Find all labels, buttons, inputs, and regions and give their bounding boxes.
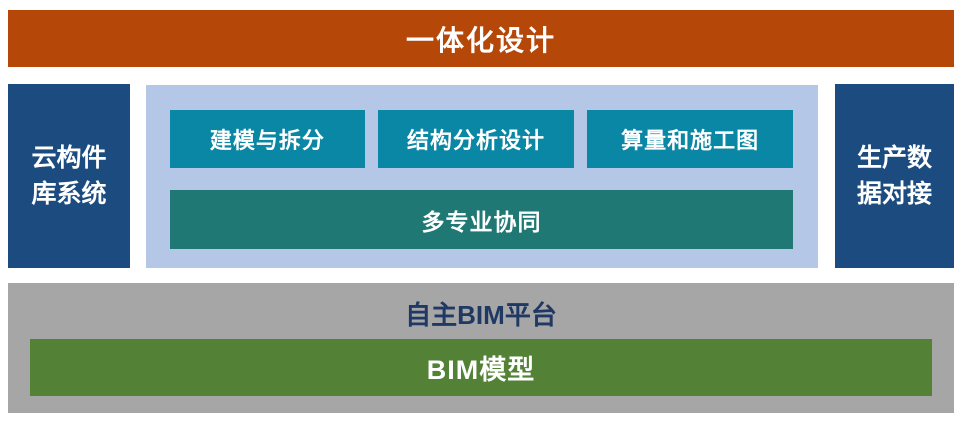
integrated-design-label: 一体化设计 <box>405 24 556 56</box>
bim-platform-banner: 自主BIM平台 BIM模型 <box>8 283 954 413</box>
integrated-design-banner: 一体化设计 <box>8 10 954 67</box>
module-quantity-construction-drawing: 算量和施工图 <box>587 110 793 168</box>
production-data-label: 生产数据对接 <box>856 143 932 208</box>
module-quantity-construction-drawing-label: 算量和施工图 <box>621 128 760 153</box>
module-modeling-splitting-label: 建模与拆分 <box>209 128 325 153</box>
design-modules-panel: 建模与拆分 结构分析设计 算量和施工图 多专业协同 <box>146 85 818 268</box>
bim-platform-title: 自主BIM平台 <box>405 300 557 330</box>
cloud-component-library-box: 云构件库系统 <box>8 84 130 268</box>
production-data-box: 生产数据对接 <box>835 84 954 268</box>
design-modules-row: 建模与拆分 结构分析设计 算量和施工图 <box>170 110 793 168</box>
bim-model-label: BIM模型 <box>426 355 536 385</box>
cloud-component-library-label: 云构件库系统 <box>31 143 107 208</box>
module-modeling-splitting: 建模与拆分 <box>170 110 365 168</box>
multi-discipline-collaboration-bar: 多专业协同 <box>170 190 793 249</box>
bim-model-bar: BIM模型 <box>30 339 932 396</box>
module-structural-analysis-label: 结构分析设计 <box>407 128 546 153</box>
multi-discipline-collaboration-label: 多专业协同 <box>421 208 542 235</box>
module-structural-analysis: 结构分析设计 <box>377 110 575 168</box>
